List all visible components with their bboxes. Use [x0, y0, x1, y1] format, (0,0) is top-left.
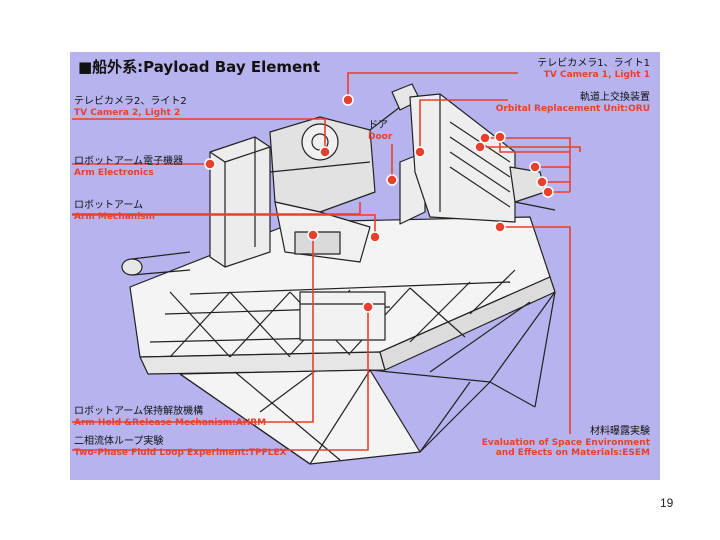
oru-rack — [399, 93, 556, 225]
label-ahrm-jp: ロボットアーム保持解放機構 — [74, 406, 204, 417]
label-ahrm-en: Arm Hold &Release Mechanism:AHRM — [74, 417, 267, 428]
label-esem-en-line1: Evaluation of Space Environment — [481, 437, 650, 448]
label-oru-jp: 軌道上交換装置 — [580, 92, 650, 103]
label-tv-camera-2-en: TV Camera 2, Light 2 — [74, 107, 181, 118]
label-esem-en-line2: and Effects on Materials:ESEM — [495, 447, 650, 458]
leader-lines — [72, 72, 581, 451]
label-arm-mechanism: ロボットアーム Arm Mechanism — [74, 200, 155, 222]
tpflex-box — [299, 291, 386, 341]
label-tv-camera-2: テレビカメラ2、ライト2 TV Camera 2, Light 2 — [74, 96, 187, 118]
label-door-jp: ドア — [368, 120, 388, 131]
label-arm-electronics-en: Arm Electronics — [74, 167, 154, 178]
label-arm-electronics-jp: ロボットアーム電子機器 — [74, 156, 184, 167]
left-cylinder — [121, 258, 143, 276]
label-tv-camera-1-en: TV Camera 1, Light 1 — [543, 69, 650, 80]
marker-dots — [204, 94, 554, 313]
label-arm-electronics: ロボットアーム電子機器 Arm Electronics — [74, 156, 183, 178]
label-oru: 軌道上交換装置 Orbital Replacement Unit:ORU — [496, 92, 650, 114]
label-tv-camera-2-jp: テレビカメラ2、ライト2 — [74, 96, 187, 107]
payload-bay-drawing — [72, 72, 581, 465]
label-door: ドア Door — [368, 120, 392, 142]
label-door-en: Door — [368, 131, 393, 142]
diagram-title: ■船外系:Payload Bay Element — [78, 58, 321, 76]
label-arm-mechanism-en: Arm Mechanism — [74, 211, 156, 222]
label-arm-mechanism-jp: ロボットアーム — [74, 200, 144, 211]
payload-bay-diagram: ■船外系:Payload Bay Element テレビカメラ1、ライト1 TV… — [70, 52, 660, 480]
label-ahrm: ロボットアーム保持解放機構 Arm Hold &Release Mechanis… — [74, 406, 266, 428]
label-tpflex-jp: 二相流体ループ実験 — [74, 436, 164, 447]
label-esem-jp: 材料曝露実験 — [590, 426, 650, 437]
label-tpflex: 二相流体ループ実験 Two-Phase Fluid Loop Experimen… — [74, 436, 287, 458]
page-number: 19 — [660, 496, 674, 510]
label-tv-camera-1: テレビカメラ1、ライト1 TV Camera 1, Light 1 — [537, 58, 650, 80]
label-oru-en: Orbital Replacement Unit:ORU — [495, 103, 650, 114]
arm-mechanism — [269, 116, 376, 263]
label-esem: 材料曝露実験 Evaluation of Space Environment a… — [482, 426, 650, 458]
label-tv-camera-1-jp: テレビカメラ1、ライト1 — [537, 58, 650, 69]
label-tpflex-en: Two-Phase Fluid Loop Experiment:TPFLEX — [74, 447, 287, 458]
arm-electronics-box — [209, 136, 271, 268]
